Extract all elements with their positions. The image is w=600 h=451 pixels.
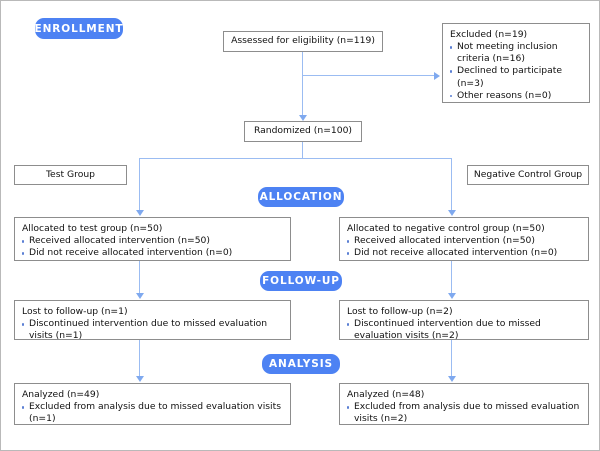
allocation-test-list: Received allocated intervention (n=50) D…	[22, 235, 283, 259]
box-control-group-label: Negative Control Group	[467, 165, 589, 185]
connector-test-followup-to-analysis	[139, 340, 141, 378]
box-followup-control: Lost to follow-up (n=2) Discontinued int…	[339, 300, 589, 342]
allocation-control-list: Received allocated intervention (n=50) D…	[347, 235, 581, 259]
box-analysis-test: Analyzed (n=49) Excluded from analysis d…	[14, 383, 291, 425]
list-item: Did not receive allocated intervention (…	[347, 247, 581, 259]
randomized-label: Randomized (n=100)	[253, 125, 353, 137]
box-allocation-test: Allocated to test group (n=50) Received …	[14, 217, 291, 261]
connector-test-arm-drop	[139, 158, 141, 212]
stage-badge-analysis: ANALYSIS	[262, 354, 340, 374]
allocation-control-title: Allocated to negative control group (n=5…	[347, 223, 545, 234]
list-item: Received allocated intervention (n=50)	[347, 235, 581, 247]
connector-randomized-trunk	[302, 142, 304, 159]
box-excluded: Excluded (n=19) Not meeting inclusion cr…	[442, 23, 590, 103]
arrowhead-control-analysis	[448, 376, 456, 382]
control-group-label: Negative Control Group	[473, 168, 583, 180]
followup-test-list: Discontinued intervention due to missed …	[22, 318, 283, 342]
analysis-test-list: Excluded from analysis due to missed eva…	[22, 401, 283, 425]
box-assessed-for-eligibility: Assessed for eligibility (n=119)	[223, 31, 383, 52]
analysis-control-title: Analyzed (n=48)	[347, 389, 425, 400]
followup-test-title: Lost to follow-up (n=1)	[22, 306, 128, 317]
test-group-label: Test Group	[46, 168, 95, 180]
arrowhead-control-allocation	[448, 210, 456, 216]
excluded-list: Not meeting inclusion criteria (n=16) De…	[450, 41, 582, 102]
assessed-label: Assessed for eligibility (n=119)	[231, 35, 375, 47]
connector-assessed-trunk	[302, 52, 304, 117]
list-item: Excluded from analysis due to missed eva…	[347, 401, 581, 425]
list-item: Received allocated intervention (n=50)	[22, 235, 283, 247]
connector-control-followup-to-analysis	[451, 340, 453, 378]
list-item: Discontinued intervention due to missed …	[347, 318, 581, 342]
arrowhead-test-analysis	[136, 376, 144, 382]
followup-control-list: Discontinued intervention due to missed …	[347, 318, 581, 342]
arrowhead-test-allocation	[136, 210, 144, 216]
box-allocation-control: Allocated to negative control group (n=5…	[339, 217, 589, 261]
excluded-title: Excluded (n=19)	[450, 29, 528, 40]
connector-arm-split	[139, 158, 452, 160]
list-item: Excluded from analysis due to missed eva…	[22, 401, 283, 425]
connector-test-alloc-to-followup	[139, 261, 141, 295]
followup-control-title: Lost to follow-up (n=2)	[347, 306, 453, 317]
arrowhead-to-randomized	[299, 115, 307, 121]
stage-badge-enrollment: ENROLLMENT	[35, 18, 123, 39]
box-followup-test: Lost to follow-up (n=1) Discontinued int…	[14, 300, 291, 342]
arrowhead-control-followup	[448, 293, 456, 299]
list-item: Not meeting inclusion criteria (n=16)	[450, 41, 582, 65]
connector-control-arm-drop	[451, 158, 453, 212]
list-item: Did not receive allocated intervention (…	[22, 247, 283, 259]
stage-badge-allocation: ALLOCATION	[258, 187, 344, 207]
box-analysis-control: Analyzed (n=48) Excluded from analysis d…	[339, 383, 589, 425]
stage-badge-followup: FOLLOW-UP	[260, 271, 342, 291]
list-item: Declined to participate (n=3)	[450, 65, 582, 89]
box-test-group-label: Test Group	[14, 165, 127, 185]
connector-to-excluded	[302, 75, 434, 77]
connector-control-alloc-to-followup	[451, 261, 453, 295]
list-item: Discontinued intervention due to missed …	[22, 318, 283, 342]
analysis-test-title: Analyzed (n=49)	[22, 389, 100, 400]
analysis-control-list: Excluded from analysis due to missed eva…	[347, 401, 581, 425]
list-item: Other reasons (n=0)	[450, 90, 582, 102]
arrowhead-to-excluded	[434, 72, 440, 80]
arrowhead-test-followup	[136, 293, 144, 299]
allocation-test-title: Allocated to test group (n=50)	[22, 223, 163, 234]
box-randomized: Randomized (n=100)	[244, 121, 362, 142]
